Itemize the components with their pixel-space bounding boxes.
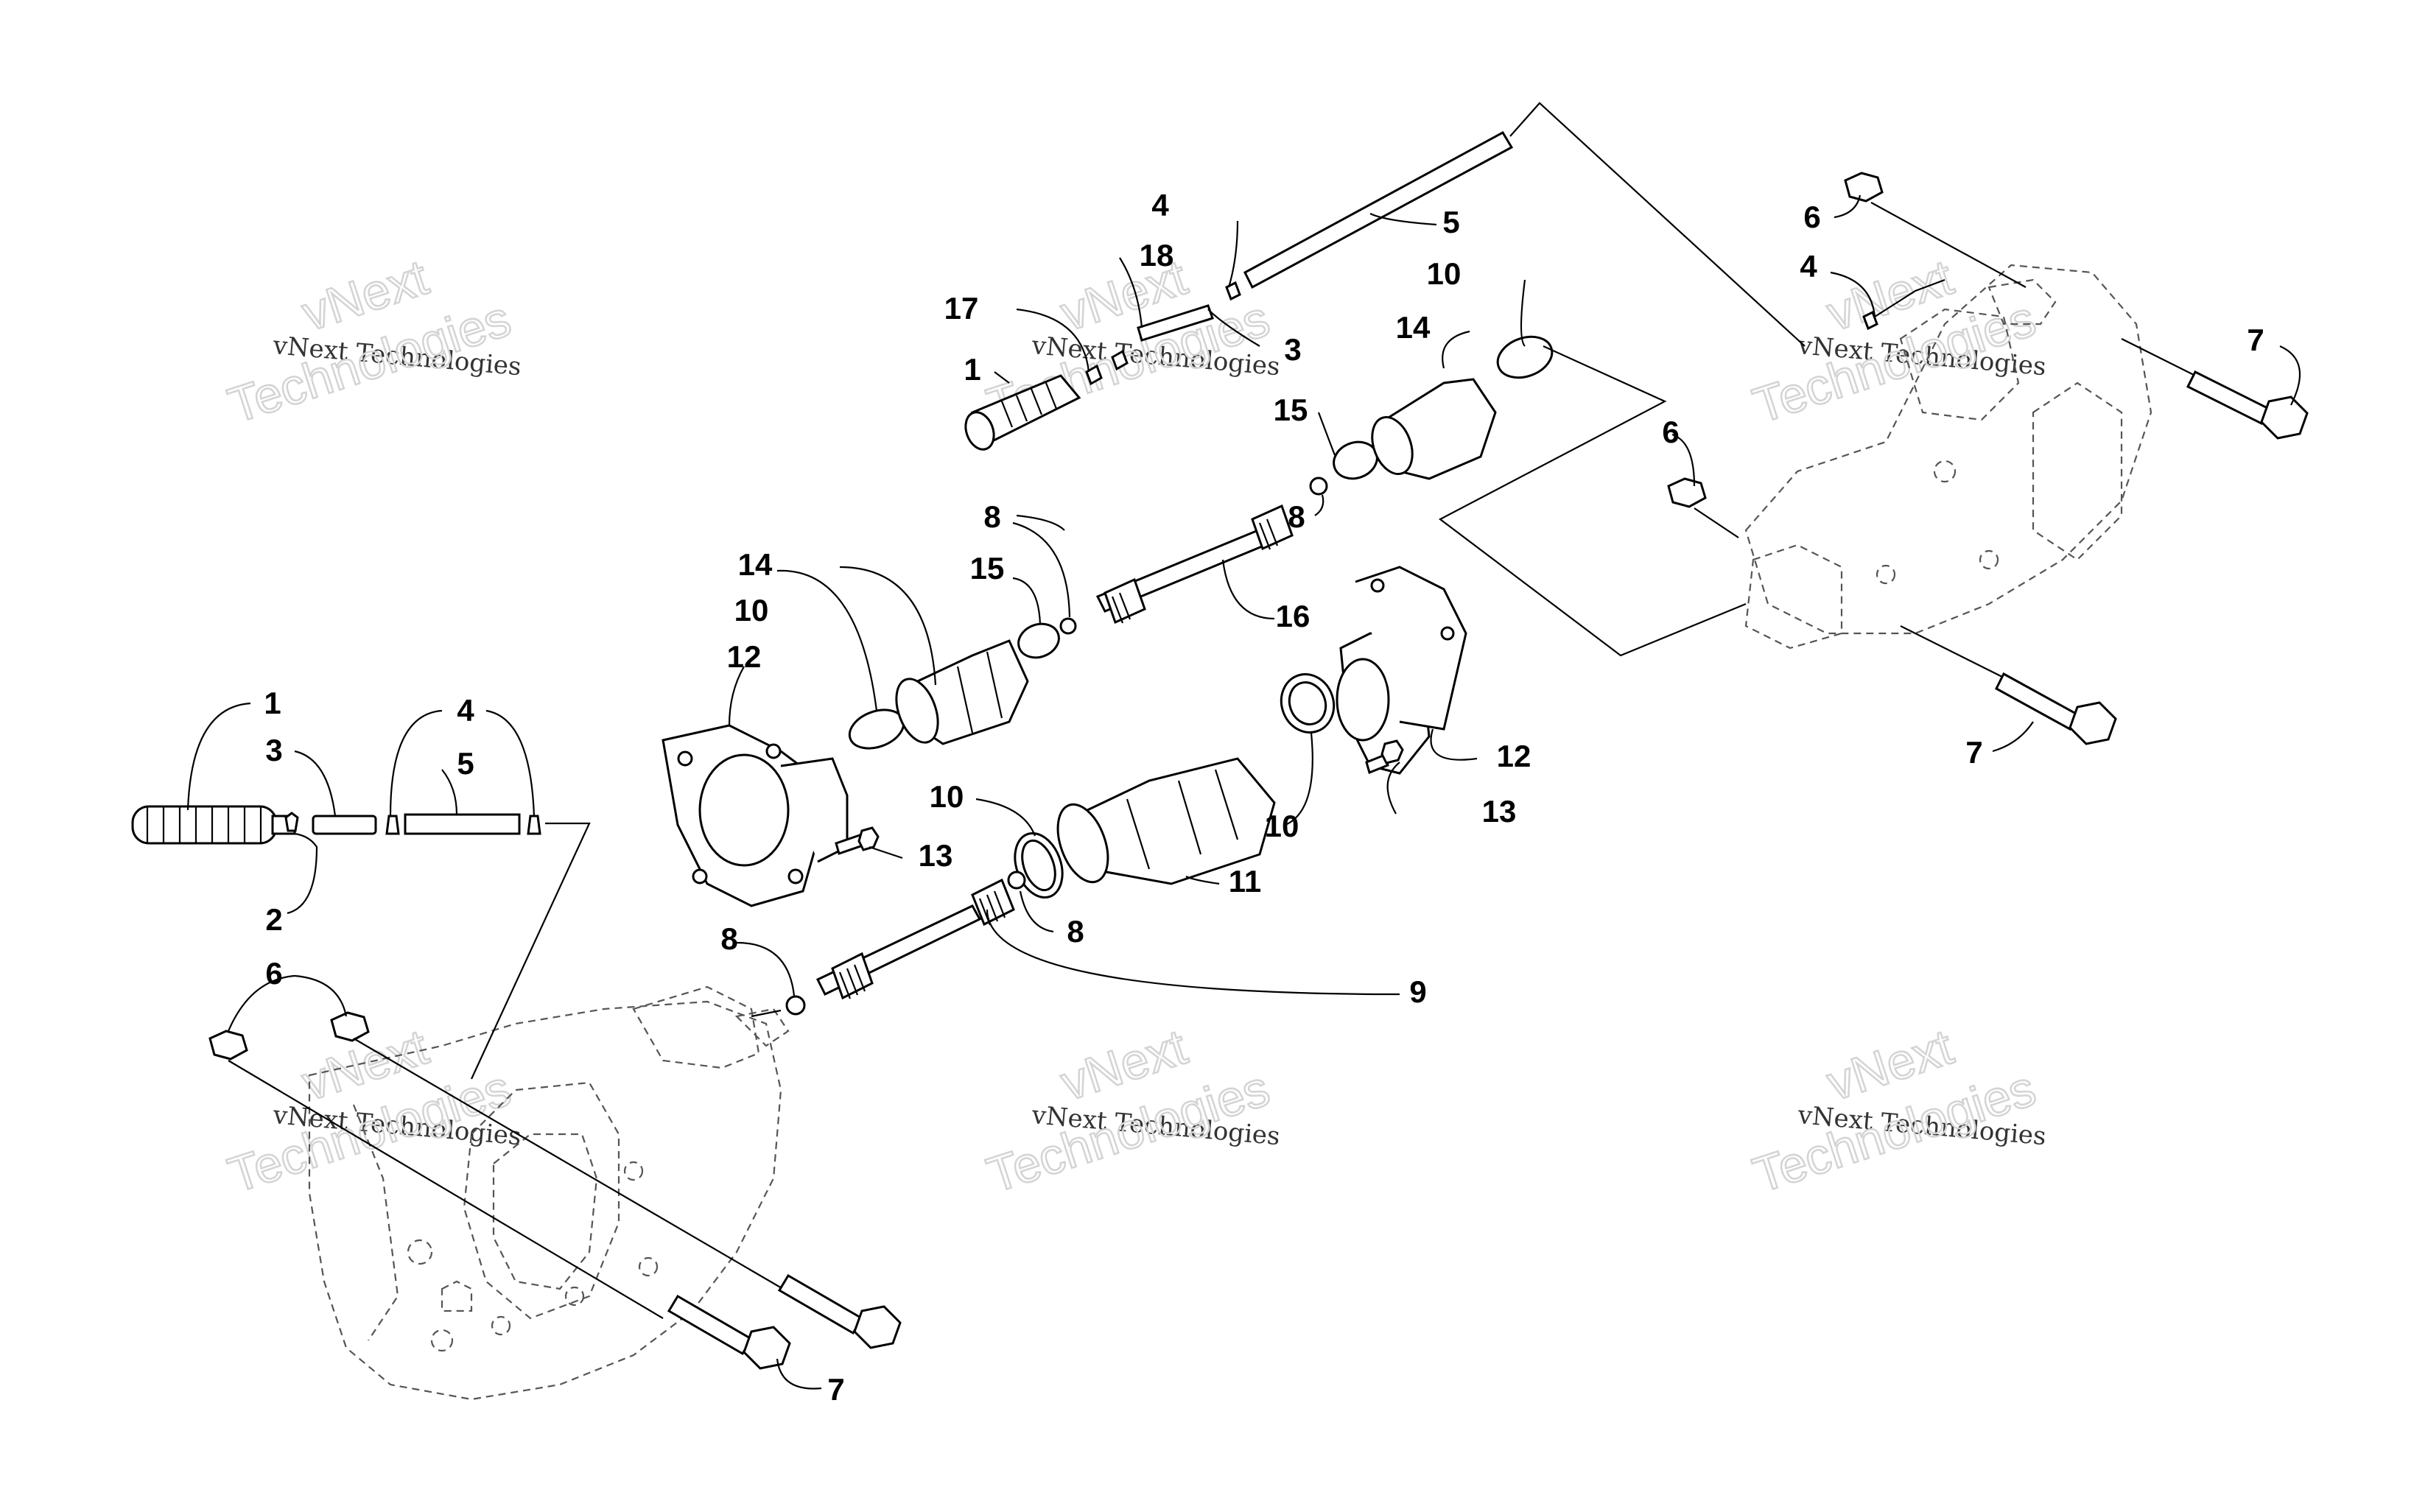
flange-bolt bbox=[835, 826, 880, 855]
callout-label: 4 bbox=[457, 693, 474, 728]
boot-clamp bbox=[1496, 335, 1554, 379]
hose-clamp bbox=[385, 815, 400, 835]
vent-hose bbox=[404, 813, 521, 835]
lower-drive-shaft bbox=[815, 878, 1015, 1000]
vent-fitting bbox=[1085, 364, 1103, 386]
vent-hose bbox=[1243, 130, 1514, 289]
callout-label: 3 bbox=[265, 733, 282, 767]
callout-label: 10 bbox=[1265, 809, 1299, 843]
callout-label: 4 bbox=[1800, 249, 1817, 284]
flange-nut bbox=[1844, 172, 1884, 203]
flange-nut bbox=[208, 1030, 248, 1061]
callout-label: 6 bbox=[265, 956, 282, 991]
callout-label: 1 bbox=[264, 686, 281, 720]
callout-labels: 1 3 4 5 2 6 7 8 9 10 8 13 12 14 10 15 8 … bbox=[264, 188, 2264, 1407]
flange-nut bbox=[1667, 477, 1707, 508]
hex-bolt bbox=[1900, 625, 2117, 745]
callout-label: 8 bbox=[1067, 914, 1084, 949]
watermark: vNext Technologies vNext Technologies vN… bbox=[221, 248, 2047, 1205]
callout-label: 16 bbox=[1276, 599, 1310, 633]
callout-label: 7 bbox=[2247, 323, 2264, 357]
callout-label: 17 bbox=[944, 291, 979, 326]
right-fasteners bbox=[1667, 172, 2309, 745]
callout-leaders bbox=[186, 194, 2301, 1390]
vent-connector bbox=[312, 815, 377, 835]
callout-label: 6 bbox=[1803, 200, 1820, 234]
shaft-cap bbox=[1059, 617, 1077, 635]
callout-label: 10 bbox=[930, 779, 964, 814]
callout-label: 13 bbox=[1482, 794, 1517, 829]
hose-clamp bbox=[1225, 281, 1241, 301]
cv-boot bbox=[1371, 378, 1497, 480]
callout-label: 10 bbox=[1427, 256, 1462, 291]
cv-boot bbox=[895, 639, 1029, 745]
callout-label: 10 bbox=[734, 593, 769, 627]
callout-label: 14 bbox=[1396, 310, 1431, 345]
flange-nut bbox=[330, 1011, 370, 1042]
upper-vent-assembly bbox=[964, 102, 1806, 451]
vent-fitting bbox=[284, 812, 299, 832]
lower-shaft-assembly bbox=[662, 566, 1467, 1018]
vent-fitting bbox=[1111, 349, 1129, 371]
flange-bolt bbox=[1365, 739, 1404, 775]
hex-bolt bbox=[777, 1273, 902, 1349]
callout-label: 1 bbox=[964, 352, 980, 387]
callout-label: 6 bbox=[1662, 415, 1679, 449]
left-fasteners bbox=[208, 1011, 902, 1370]
callout-label: 12 bbox=[1497, 739, 1531, 773]
shaft-cap bbox=[1309, 477, 1328, 496]
callout-label: 9 bbox=[1409, 974, 1426, 1009]
vent-boot bbox=[131, 805, 296, 845]
callout-label: 13 bbox=[919, 838, 953, 873]
callout-label: 4 bbox=[1151, 188, 1169, 222]
shaft-boot bbox=[1056, 757, 1276, 885]
callout-label: 8 bbox=[1288, 499, 1305, 534]
hex-bolt bbox=[667, 1294, 791, 1370]
callout-label: 2 bbox=[265, 902, 282, 937]
callout-label: 18 bbox=[1140, 238, 1174, 272]
left-vent-assembly bbox=[131, 805, 591, 1080]
callout-label: 12 bbox=[727, 639, 762, 674]
output-flange-left bbox=[662, 724, 849, 907]
upper-drive-shaft bbox=[1095, 504, 1294, 625]
hex-bolt bbox=[2121, 338, 2309, 440]
callout-label: 14 bbox=[738, 547, 773, 582]
callout-label: 11 bbox=[1229, 864, 1261, 899]
callout-label: 8 bbox=[720, 921, 737, 956]
shaft-cap bbox=[1007, 871, 1026, 890]
output-flange-right bbox=[1336, 566, 1467, 775]
vent-boot bbox=[964, 374, 1081, 451]
callout-label: 15 bbox=[1274, 393, 1308, 427]
callout-label: 15 bbox=[970, 551, 1005, 586]
callout-label: 7 bbox=[827, 1372, 844, 1407]
callout-label: 3 bbox=[1284, 332, 1301, 367]
callout-label: 8 bbox=[983, 499, 1000, 534]
hose-clamp bbox=[1862, 310, 1878, 331]
rear-gearcase-housing bbox=[1744, 264, 2152, 650]
front-gearcase-housing bbox=[308, 985, 790, 1401]
retaining-ring bbox=[1017, 622, 1060, 659]
upper-shaft-assembly bbox=[848, 335, 1747, 750]
callout-label: 5 bbox=[457, 746, 474, 781]
hose-clamp bbox=[527, 815, 541, 835]
callout-label: 7 bbox=[1965, 735, 1982, 770]
callout-label: 5 bbox=[1442, 205, 1459, 239]
vent-connector bbox=[1137, 304, 1214, 342]
shaft-cap bbox=[785, 995, 806, 1016]
